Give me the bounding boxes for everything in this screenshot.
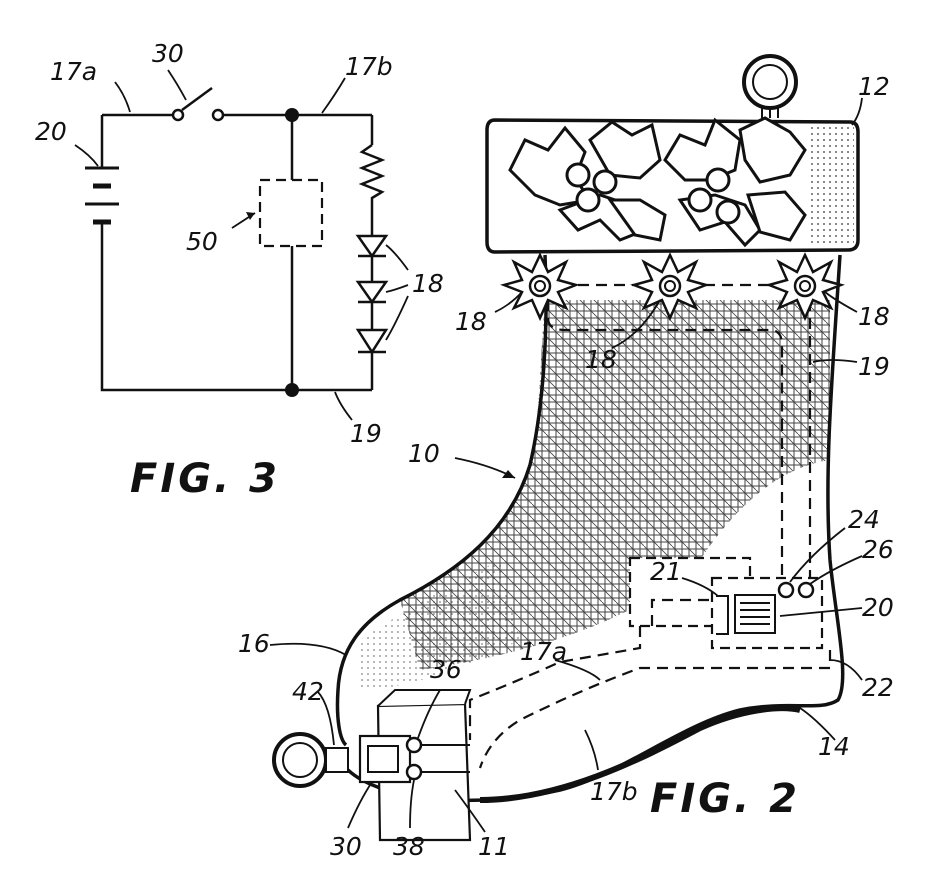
battery-holder-21 [716,595,729,635]
switch-terminal-right [211,108,225,122]
light-middle [630,252,710,322]
leader-17a [114,81,131,113]
housing-top [377,689,472,707]
label-19: 19 [350,419,382,448]
leader-21 [681,577,719,597]
leader-17b-fig2 [584,729,599,771]
leader-20-fig2 [779,607,863,617]
holly-right [663,116,807,248]
toe-ring-inner [282,742,318,778]
leader-30 [167,69,187,101]
wire-19 [100,222,372,392]
leader-18a [385,244,409,271]
label-18-left: 18 [455,307,487,336]
led-3 [355,328,389,355]
led-1 [355,234,389,259]
leader-18c [385,295,409,341]
leader-18b [385,284,409,293]
hanging-ring-inner [752,64,788,100]
battery-cells [740,602,770,625]
heel-shadow [479,705,801,803]
cuff-shading [808,126,854,246]
label-36: 36 [430,655,462,684]
fig2-title: FIG. 2 [650,776,800,822]
label-11: 11 [478,832,510,861]
label-20-fig2: 20 [862,593,894,622]
leader-11 [454,789,486,833]
label-18-middle: 18 [585,345,617,374]
leader-16 [269,642,347,656]
label-10: 10 [408,439,440,468]
leader-19 [334,391,353,421]
fig2-stocking: 12 10 18 18 18 19 24 26 21 20 22 14 16 4… [238,54,894,861]
leader-22 [829,659,863,681]
screw-leads [422,744,470,773]
leader-30-fig2 [347,781,373,829]
label-14: 14 [818,732,850,761]
label-17a: 17a [50,57,97,86]
leader-18-left [494,291,523,313]
label-19-fig2: 19 [858,352,890,381]
led-2 [355,280,389,305]
hanging-ring [742,54,798,110]
label-12: 12 [858,72,890,101]
battery-20 [734,594,776,634]
leader-18-middle [611,299,661,349]
holly-left [508,120,667,242]
leader-17b [321,77,346,114]
label-50: 50 [186,227,218,256]
label-17b: 17b [345,52,393,81]
leader-42 [317,691,335,746]
label-20: 20 [35,117,67,146]
contact-24 [777,581,795,599]
label-16: 16 [238,629,270,658]
module-50-box [258,178,324,248]
label-38: 38 [393,832,425,861]
switch-lever [181,86,213,112]
switch-30-inner [367,745,399,773]
fig3-title: FIG. 3 [130,456,280,502]
resistor [358,143,386,236]
screw-38 [405,763,423,781]
ring-stitch [761,108,779,118]
module-arrow [246,212,255,220]
label-18-right: 18 [858,302,890,331]
label-17a-fig2: 17a [520,637,567,666]
holder-link [650,598,712,626]
ring-mount-42 [325,747,349,773]
leader-19-fig2 [812,359,858,363]
switch-terminal-left [171,108,185,122]
fig3-circuit: 17a 30 17b 20 50 18 19 FIG. 3 [35,39,444,502]
stocking-outline-front [335,254,548,747]
label-17b-fig2: 17b [590,777,638,806]
light-right [765,252,845,322]
screw-36 [405,736,423,754]
wire-17b-path [478,650,832,769]
wire-lights-loop [546,300,784,420]
label-26: 26 [862,535,894,564]
label-42: 42 [292,677,324,706]
leader-14 [799,707,836,741]
leader-12 [851,97,863,126]
leader-17a-fig2 [554,659,601,681]
knit-texture [360,300,830,690]
label-24: 24 [848,505,880,534]
contact-26 [797,581,815,599]
leader-24 [789,527,846,583]
leader-20 [74,144,99,167]
label-22: 22 [862,673,894,702]
wire-17a-path [468,626,642,740]
label-30-fig2: 30 [330,832,362,861]
leader-38 [409,779,415,829]
arrow-10 [502,470,515,478]
label-30: 30 [152,39,184,68]
label-21: 21 [650,557,682,586]
leader-26 [809,555,863,585]
label-18: 18 [412,269,444,298]
light-left [500,252,580,322]
leader-18-right [824,291,858,313]
toe-ring [272,732,328,788]
leader-36 [417,689,441,739]
